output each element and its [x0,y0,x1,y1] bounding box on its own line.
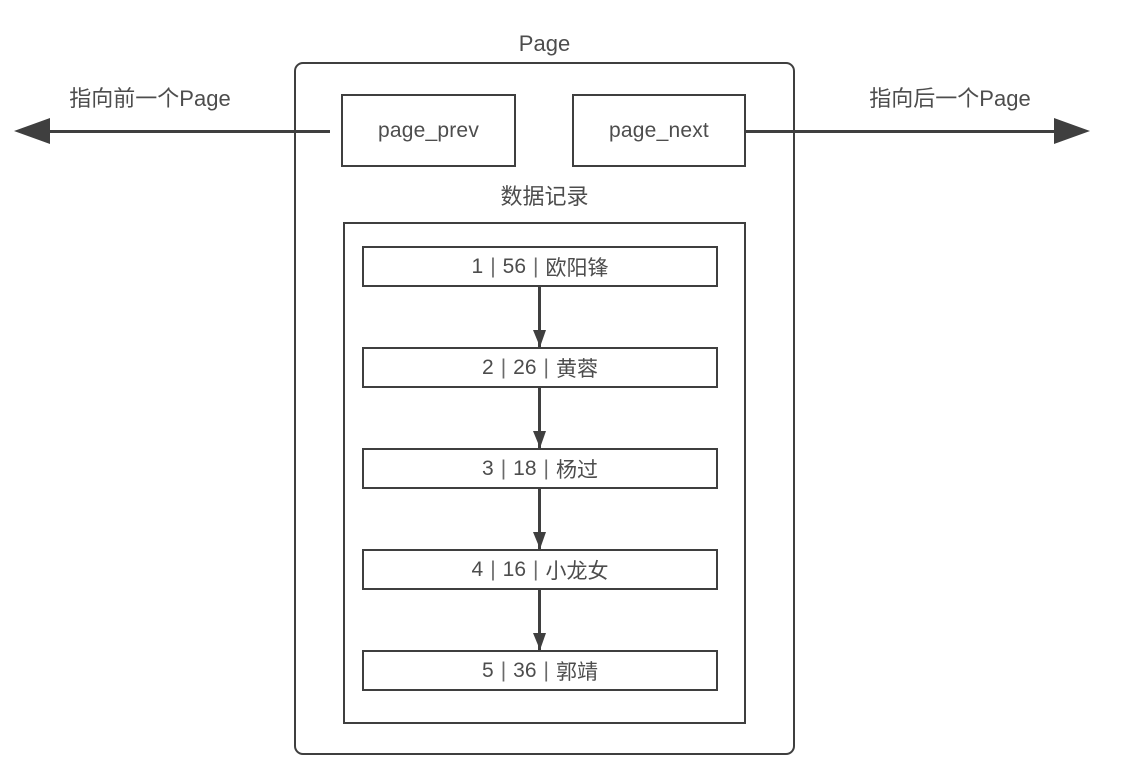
arrow-down-icon [533,287,546,347]
page-container [294,62,795,755]
record-separator: | [543,355,549,379]
record-value: 56 [502,254,527,278]
arrow-down-icon [533,489,546,549]
record-separator: | [533,557,539,581]
next-page-link-label: 指向后一个Page [869,86,1031,111]
records-title: 数据记录 [500,184,589,209]
record-separator: | [543,658,549,682]
record-separator: | [500,355,507,379]
page-next-box[interactable]: page_next [572,94,746,167]
record-row[interactable]: 5 | 36 | 郭靖 [362,650,718,691]
page-prev-box[interactable]: page_prev [341,94,516,167]
record-id: 2 [482,355,494,379]
page-prev-label: page_prev [377,118,480,142]
record-id: 4 [471,557,484,581]
page-title: Page [518,31,571,56]
record-id: 3 [482,456,494,480]
record-separator: | [500,456,507,480]
record-value: 18 [513,456,537,480]
record-separator: | [543,456,549,480]
record-separator: | [490,557,496,581]
record-row[interactable]: 1 | 56 | 欧阳锋 [362,246,718,287]
arrow-down-icon [533,590,546,650]
record-name: 郭靖 [555,660,598,684]
record-row[interactable]: 4 | 16 | 小龙女 [362,549,718,590]
record-value: 36 [513,658,537,682]
arrow-down-icon [533,388,546,448]
record-name: 小龙女 [545,559,609,583]
records-container [343,222,746,724]
record-row[interactable]: 2 | 26 | 黄蓉 [362,347,718,388]
prev-page-link-line [50,130,330,133]
arrow-right-icon [1054,118,1090,144]
record-separator: | [490,254,496,278]
arrow-left-icon [14,118,50,144]
page-next-label: page_next [609,118,709,142]
next-page-link-line [744,130,1056,133]
record-name: 欧阳锋 [545,256,609,280]
record-value: 16 [502,557,527,581]
record-value: 26 [513,355,537,379]
prev-page-link-label: 指向前一个Page [69,86,231,111]
record-row[interactable]: 3 | 18 | 杨过 [362,448,718,489]
record-separator: | [533,254,539,278]
record-separator: | [500,658,507,682]
record-id: 1 [471,254,484,278]
record-name: 黄蓉 [555,357,598,381]
record-id: 5 [482,658,494,682]
record-name: 杨过 [555,458,598,482]
